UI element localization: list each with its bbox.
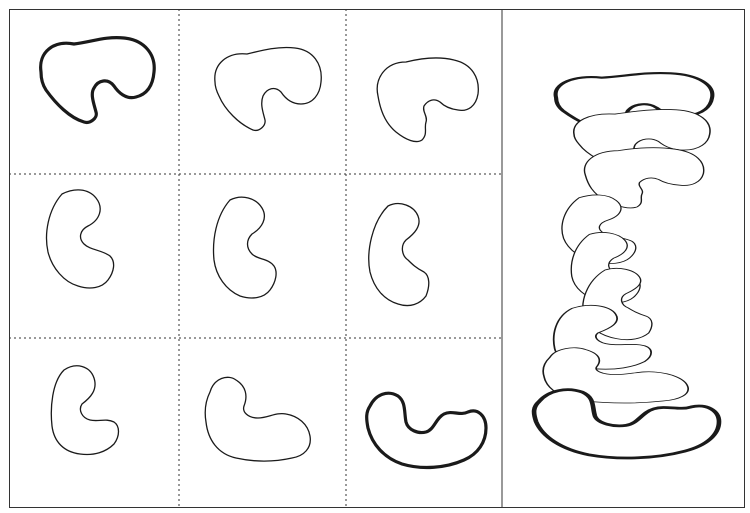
frame-6-shape: [369, 204, 429, 306]
frame-1-shape: [41, 38, 155, 123]
frame-4-shape: [47, 190, 114, 288]
frame-9-shape: [367, 393, 486, 467]
frame-5-shape: [214, 197, 277, 298]
frame-7-shape: [51, 366, 118, 455]
frame-3-shape: [377, 58, 478, 142]
frame-8-shape: [205, 377, 310, 461]
frame-2-shape: [215, 47, 321, 130]
frame-grid: [41, 38, 486, 468]
stack-reconstruction: [534, 73, 719, 458]
